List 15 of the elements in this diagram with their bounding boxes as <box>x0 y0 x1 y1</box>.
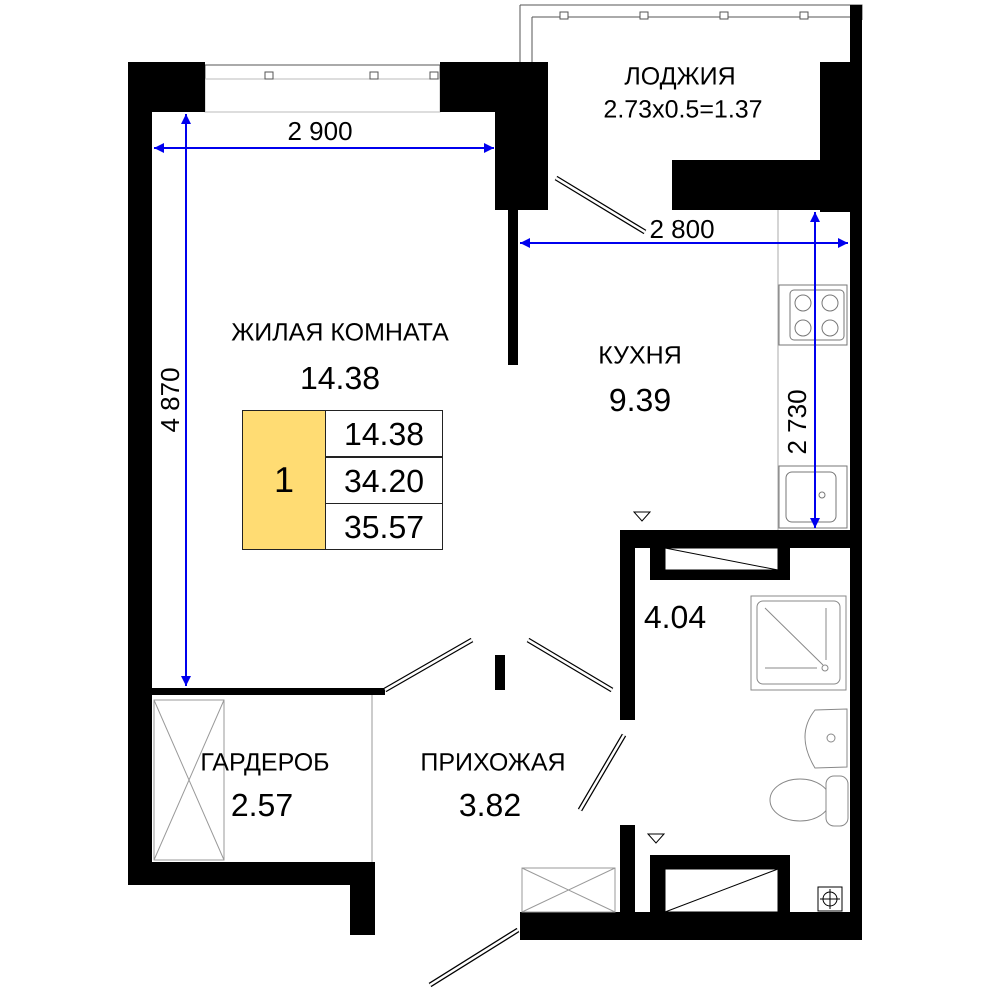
room-name: ЖИЛАЯ КОМНАТА <box>231 320 449 346</box>
room-name: ЛОДЖИЯ <box>624 64 736 90</box>
room-area: 2.57 <box>230 789 294 821</box>
room-area: 9.39 <box>608 384 672 416</box>
area-value: 35.57 <box>325 503 443 550</box>
room-name: КУХНЯ <box>598 344 682 368</box>
room-area: 14.38 <box>300 362 380 394</box>
apartment-number: 1 <box>242 410 326 550</box>
room-area: 4.04 <box>644 601 706 633</box>
area-value: 14.38 <box>325 410 443 457</box>
area-value: 34.20 <box>325 457 443 504</box>
room-area: 2.73x0.5=1.37 <box>603 98 763 122</box>
room-area: 3.82 <box>458 789 522 821</box>
room-name: ПРИХОЖАЯ <box>420 750 566 776</box>
room-name: ГАРДЕРОБ <box>200 750 330 776</box>
